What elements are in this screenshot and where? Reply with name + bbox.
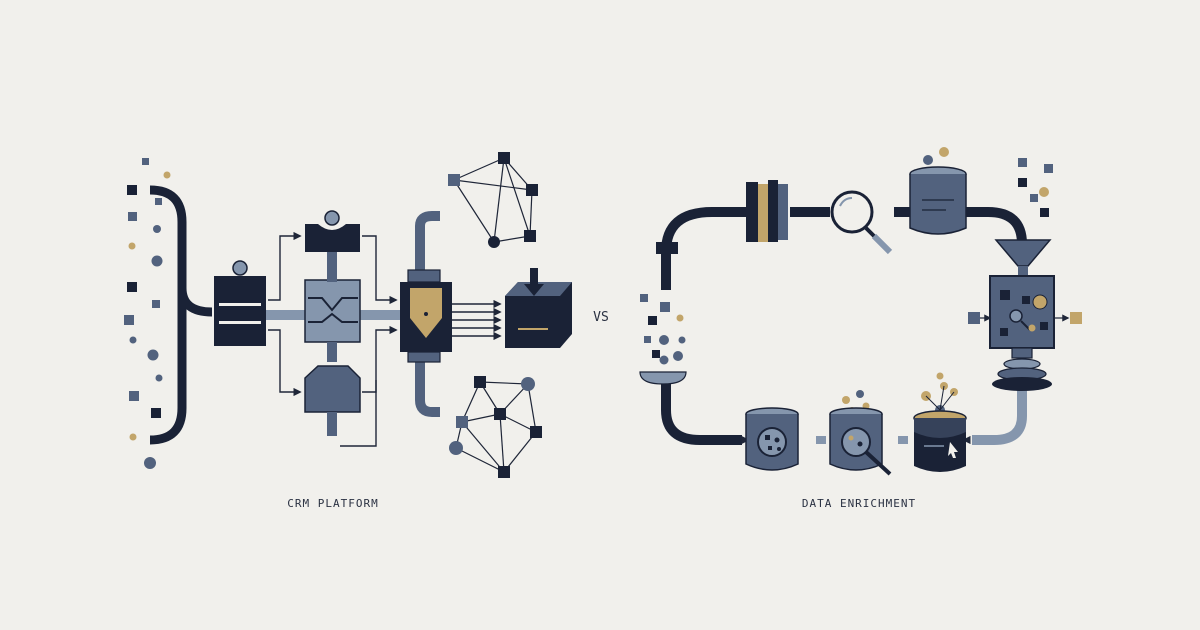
database-icon-enriched [913,372,967,472]
processing-chamber [968,275,1082,349]
pipe-cap [656,242,678,254]
falling-particles [639,294,687,385]
processor-unit [400,211,452,417]
network-graph-bottom [449,376,542,478]
loop-pipe-return [972,390,1027,445]
chamber-base [992,347,1052,391]
top-right-particles [1018,158,1053,217]
network-graph-top [448,152,538,248]
book-stack-icon [746,180,788,242]
data-enrichment-caption: DATA ENRICHMENT [801,497,917,510]
enrichment-loop-pipe [661,207,1027,290]
database-icon-1 [745,407,799,471]
crm-module-middle [304,268,361,362]
loop-pipe-bottom [661,380,742,445]
crm-platform-caption: CRM PLATFORM [287,497,379,510]
intake-box [214,260,266,346]
database-icon-top [909,147,967,235]
funnel-icon [994,239,1052,276]
database-icon-2 [829,390,892,476]
input-particles [124,158,171,469]
branch-connectors [268,231,398,447]
crm-module-bottom [304,365,361,436]
magnifier-icon [830,190,893,255]
funnel-bracket [149,185,213,445]
output-arrows [452,299,502,341]
crm-platform-diagram [124,152,572,478]
versus-label: VS [593,310,609,325]
destination-box [505,268,572,348]
data-enrichment-diagram [639,147,1082,476]
crm-module-top [305,210,360,276]
